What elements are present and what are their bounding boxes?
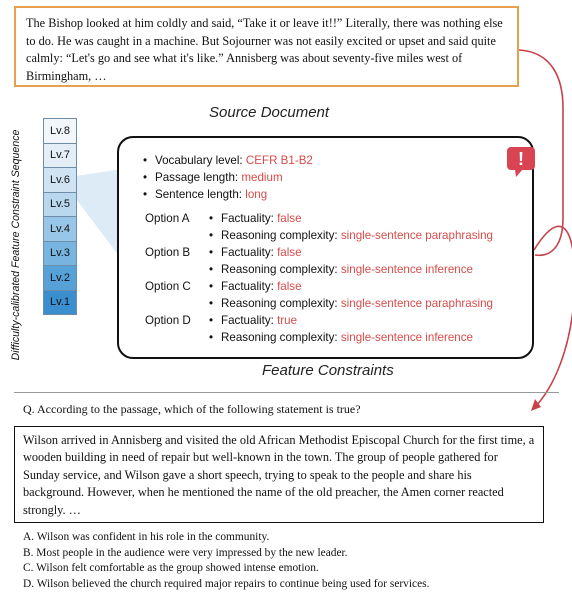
- option-d-reasoning: •Reasoning complexity: single-sentence i…: [209, 331, 473, 344]
- feature-constraints-box: •Vocabulary level: CEFR B1-B2 •Passage l…: [117, 136, 534, 359]
- option-c-reasoning: •Reasoning complexity: single-sentence p…: [209, 297, 493, 310]
- option-a-reasoning: •Reasoning complexity: single-sentence p…: [209, 229, 493, 242]
- constraint-vocabulary: •Vocabulary level: CEFR B1-B2: [143, 154, 313, 167]
- level-lv3: Lv.3: [44, 241, 76, 266]
- sequence-axis-label: Difficulty-calibrated Feature Constraint…: [10, 129, 22, 361]
- option-b-factuality: Option B•Factuality: false: [145, 246, 302, 259]
- level-lv4: Lv.4: [44, 217, 76, 242]
- level-lv8: Lv.8: [44, 119, 76, 144]
- option-c-factuality: Option C•Factuality: false: [145, 280, 302, 293]
- arrow-constraints-to-question: [533, 225, 572, 407]
- feature-constraints-list: •Vocabulary level: CEFR B1-B2 •Passage l…: [143, 152, 493, 346]
- level-lv5: Lv.5: [44, 192, 76, 217]
- source-document-box: The Bishop looked at him coldly and said…: [14, 6, 519, 87]
- svg-text:!: !: [518, 149, 524, 169]
- answer-option-c: C. Wilson felt comfortable as the group …: [23, 562, 319, 575]
- answer-option-d: D. Wilson believed the church required m…: [23, 578, 430, 591]
- question-text: Q. According to the passage, which of th…: [23, 402, 361, 416]
- level-lv2: Lv.2: [44, 266, 76, 291]
- arrowhead-question: [531, 399, 541, 411]
- answer-options: A. Wilson was confident in his role in t…: [23, 530, 429, 593]
- constraint-sentence-length: •Sentence length: long: [143, 188, 268, 201]
- answer-option-b: B. Most people in the audience were very…: [23, 546, 348, 559]
- alert-bubble-icon: !: [507, 147, 535, 177]
- level-lv6: Lv.6: [44, 168, 76, 193]
- generated-passage-box: Wilson arrived in Annisberg and visited …: [14, 426, 544, 523]
- source-document-caption: Source Document: [209, 104, 330, 121]
- option-b-reasoning: •Reasoning complexity: single-sentence i…: [209, 263, 473, 276]
- feature-constraints-caption: Feature Constraints: [262, 362, 394, 379]
- answer-option-a: A. Wilson was confident in his role in t…: [23, 531, 270, 543]
- generated-passage-text: Wilson arrived in Annisberg and visited …: [23, 433, 535, 517]
- constraint-passage-length: •Passage length: medium: [143, 171, 283, 184]
- section-divider: [14, 392, 559, 393]
- level-lv7: Lv.7: [44, 143, 76, 168]
- level-lv1: Lv.1: [44, 290, 76, 314]
- option-d-factuality: Option D•Factuality: true: [145, 314, 298, 327]
- source-document-text: The Bishop looked at him coldly and said…: [26, 16, 503, 83]
- option-a-factuality: Option A•Factuality: false: [145, 212, 302, 225]
